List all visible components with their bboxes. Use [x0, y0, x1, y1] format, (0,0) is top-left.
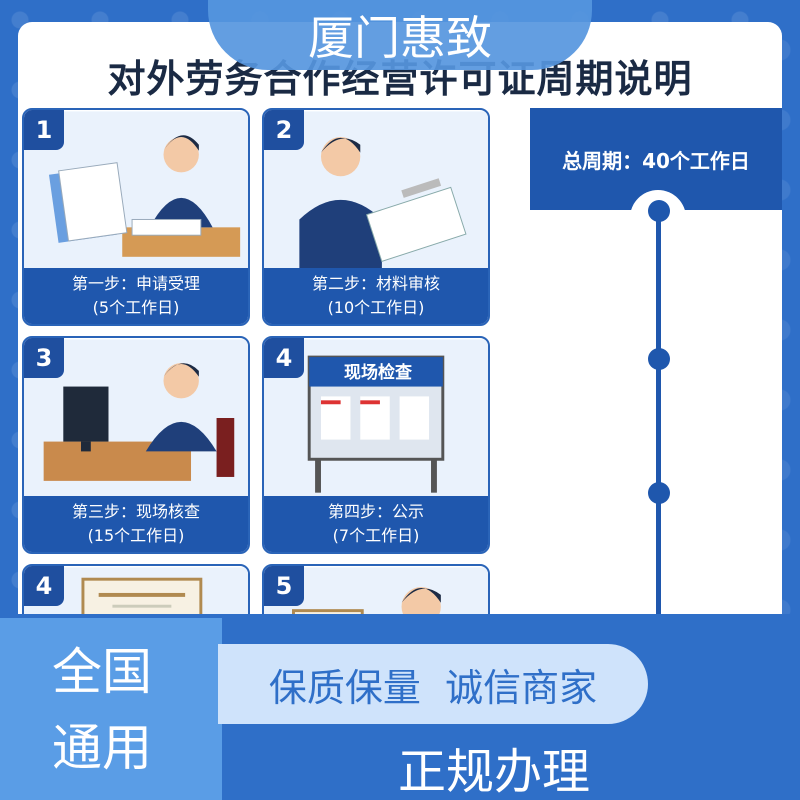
step-name: 第一步：申请受理: [71, 274, 200, 293]
timeline-dot: [648, 482, 670, 504]
quality-ribbon: 保质保量 诚信商家: [218, 644, 648, 724]
step-number: 1: [24, 110, 64, 150]
step-number: 3: [24, 338, 64, 378]
step-number: 4: [24, 566, 64, 606]
official-service-text: 正规办理: [398, 744, 591, 800]
step-card-2[interactable]: 2 第二步：材料审核 (10个工作日): [262, 108, 490, 326]
timeline-dot: [648, 348, 670, 370]
step-name: 第三步：现场核查: [71, 502, 200, 521]
step-duration: (10个工作日): [327, 298, 425, 317]
step-duration: (7个工作日): [332, 526, 420, 545]
step-label: 第二步：材料审核 (10个工作日): [264, 268, 488, 324]
step-number: 2: [264, 110, 304, 150]
board-title: 现场检查: [344, 363, 412, 383]
timeline-line: [656, 210, 661, 662]
step-label: 第三步：现场核查 (15个工作日): [24, 496, 248, 552]
step-duration: (5个工作日): [92, 298, 180, 317]
step-card-4[interactable]: 现场检查 4 第四步：公示 (7个工作日): [262, 336, 490, 554]
step-duration: (15个工作日): [87, 526, 185, 545]
info-sheet: 对外劳务合作经营许可证周期说明 1 第一步：申请受理 (5个工作日): [18, 22, 782, 662]
brand-banner: 厦门惠致: [208, 0, 592, 70]
badge-line-2: 通用: [52, 719, 152, 777]
nationwide-badge: 全国 通用: [0, 618, 222, 800]
step-number: 5: [264, 566, 304, 606]
timeline-dot: [648, 200, 670, 222]
step-name: 第二步：材料审核: [311, 274, 440, 293]
step-label: 第一步：申请受理 (5个工作日): [24, 268, 248, 324]
step-number: 4: [264, 338, 304, 378]
step-label: 第四步：公示 (7个工作日): [264, 496, 488, 552]
step-card-3[interactable]: 3 第三步：现场核查 (15个工作日): [22, 336, 250, 554]
step-name: 第四步：公示: [327, 502, 424, 521]
step-card-1[interactable]: 1 第一步：申请受理 (5个工作日): [22, 108, 250, 326]
badge-line-1: 全国: [52, 643, 152, 701]
inspection-board-icon: [264, 339, 488, 497]
